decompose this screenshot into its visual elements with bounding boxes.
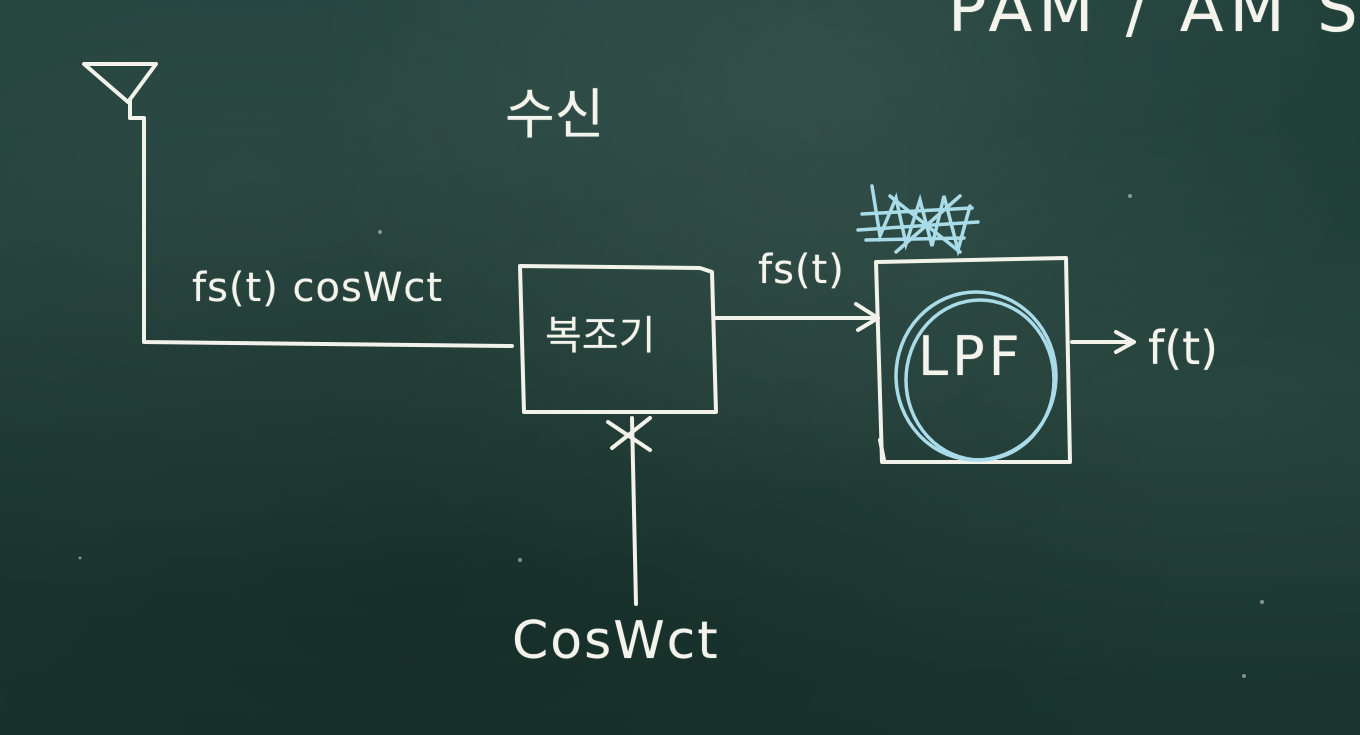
intermediate-signal-label: fs(t) [758,247,845,293]
chalk-dust [78,194,1264,678]
carrier-arrow [606,416,652,606]
input-signal-label: fs(t) cosWct [192,265,444,311]
antenna-icon [82,62,158,120]
output-signal-label: f(t) [1148,321,1219,375]
top-right-heading: PAM / AM Sy [948,0,1360,47]
lpf-box [874,256,1072,464]
input-wire [128,116,514,348]
lpf-circle-mark [894,290,1058,462]
demodulator-label: 복조기 [545,313,656,359]
scribble-mark [856,184,980,257]
lpf-label: LPF [918,325,1024,388]
carrier-signal-label: CosWct [512,611,720,671]
mid-arrow [714,302,880,332]
output-arrow [1070,330,1136,354]
diagram-title: 수신 [505,83,605,146]
demodulator-box [518,264,718,414]
